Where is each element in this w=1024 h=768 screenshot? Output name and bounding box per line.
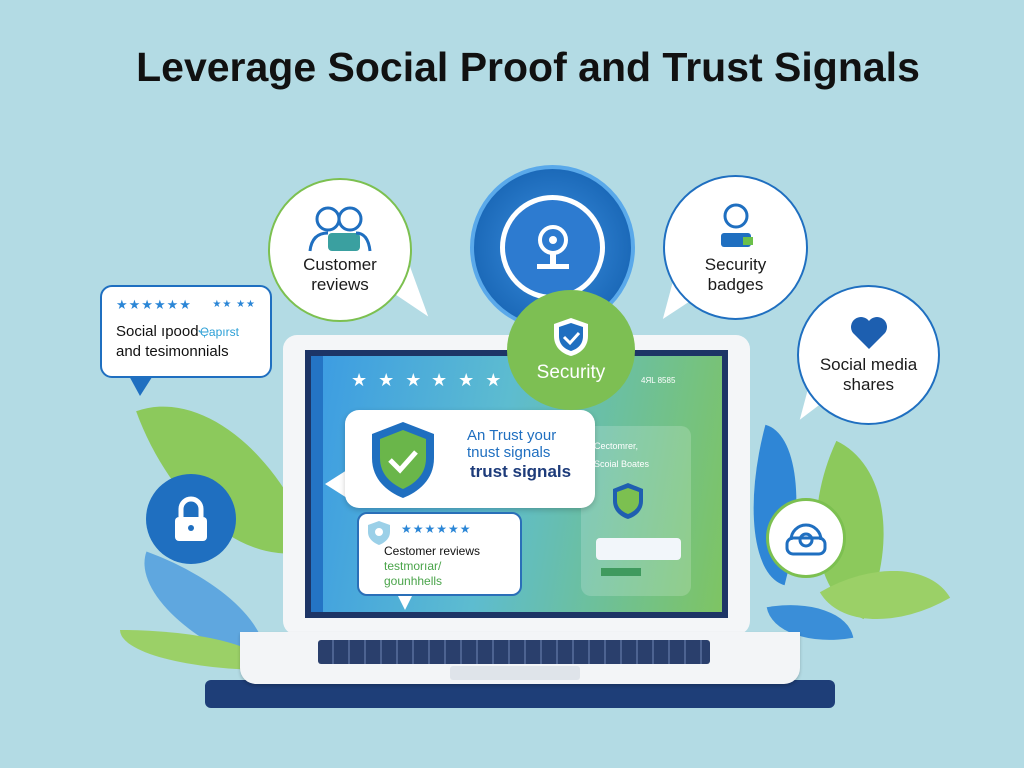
screen-button[interactable] (601, 568, 641, 576)
trust-text-2: tnust signals (467, 444, 551, 461)
social-proof-text-2: and tesimonnials (116, 343, 229, 360)
page-title: Leverage Social Proof and Trust Signals (136, 44, 920, 90)
security-circle: Security (507, 290, 635, 410)
shield-badge-icon (613, 483, 643, 519)
laptop-base-shadow (205, 680, 835, 708)
lock-circle (146, 474, 236, 564)
contact-circle (766, 498, 846, 578)
rating-text: 4ЯL 8585 (641, 376, 676, 385)
review-stars: ★★★★★★ (401, 522, 472, 536)
social-proof-glitch-text: Ҿapırst (198, 325, 239, 339)
screen-sidebar (311, 356, 323, 612)
trust-text-3: trust signals (470, 462, 572, 481)
heart-icon (850, 317, 887, 349)
target-icon (536, 224, 569, 269)
lock-icon (175, 496, 207, 541)
security-badges-bubble: Security badges (663, 175, 808, 320)
social-media-bubble: Social media shares (797, 285, 940, 425)
screen-stars: ★ ★ ★ (431, 370, 505, 390)
tail (396, 592, 414, 610)
customer-reviews-label: Customer reviews (303, 255, 377, 294)
review-text-2: testmorıar/ (384, 559, 442, 573)
keyboard (318, 640, 710, 664)
review-text-1: Cestomer reviews (384, 544, 481, 558)
social-media-label: Social media shares (819, 355, 918, 394)
side-panel-text: Scoial Boates (594, 459, 650, 469)
rating-stars-small: ★★ ★★ (212, 299, 256, 310)
tail (325, 470, 347, 498)
tail (128, 374, 154, 396)
security-label: Security (536, 362, 606, 383)
customer-reviews-card: ★★★★★★ Cestomer reviews testmorıar/ goun… (357, 512, 522, 596)
shield-icon (368, 521, 390, 545)
trust-signals-card: An Trust your tnust signals trust signal… (345, 410, 595, 508)
support-icon (785, 523, 827, 556)
trust-text-1: An Trust your (467, 427, 557, 444)
social-proof-bubble: ★★★★★★ ★★ ★★ Social ıpoodҾapırst and tesi… (100, 285, 272, 378)
customer-reviews-bubble: Customer reviews (268, 178, 412, 322)
user-badge-icon (720, 203, 753, 247)
side-panel-text: Cectomrer, (594, 441, 639, 451)
security-badges-label: Security badges (704, 254, 767, 294)
rating-stars: ★★★★★★ (116, 297, 192, 312)
screen-input[interactable] (596, 538, 681, 560)
shield-check-icon (372, 422, 434, 498)
review-text-3: gounhhells (384, 574, 443, 588)
social-proof-text: Social ıpood (116, 323, 199, 340)
touchpad[interactable] (450, 666, 580, 680)
screen-stars: ★ ★ ★ (351, 370, 425, 390)
shield-icon (554, 318, 588, 356)
users-icon (308, 206, 372, 252)
